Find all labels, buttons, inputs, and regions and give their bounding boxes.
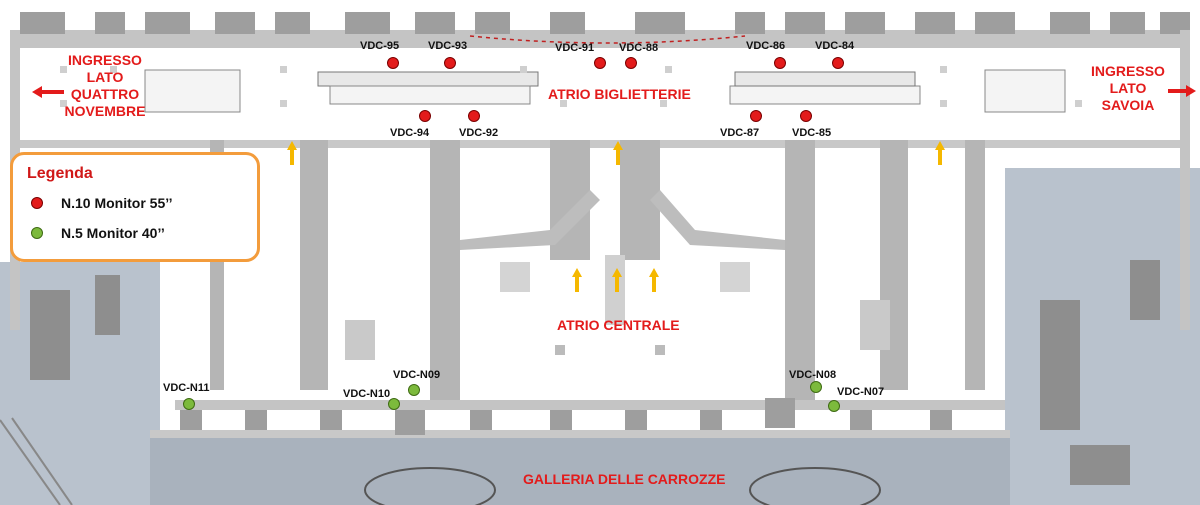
arrow-right-icon: [1168, 85, 1196, 97]
galleria-band: [150, 435, 1010, 505]
monitor-marker-green[interactable]: [828, 400, 840, 412]
legend-title: Legenda: [27, 165, 93, 182]
monitor-label: VDC-N11: [163, 382, 210, 394]
legend-item-label: N.10 Monitor 55’’: [61, 195, 173, 211]
monitor-marker-red[interactable]: [625, 57, 637, 69]
area-label-atrio-biglietterie: ATRIO BIGLIETTERIE: [548, 86, 691, 102]
arrow-up-icon: [613, 141, 623, 165]
monitor-marker-green[interactable]: [408, 384, 420, 396]
monitor-marker-red[interactable]: [419, 110, 431, 122]
monitor-marker-red[interactable]: [594, 57, 606, 69]
monitor-label: VDC-93: [428, 40, 468, 52]
entrance-right-line: SAVOIA: [1101, 97, 1155, 113]
monitor-marker-green[interactable]: [388, 398, 400, 410]
entrance-right-line: INGRESSO: [1091, 63, 1165, 79]
monitor-marker-red[interactable]: [774, 57, 786, 69]
arrow-up-icon: [572, 268, 582, 292]
monitor-marker-red[interactable]: [832, 57, 844, 69]
counter-left: [317, 71, 539, 87]
green-dot-icon: [31, 227, 43, 239]
monitor-label: VDC-88: [619, 42, 659, 54]
arrow-up-icon: [649, 268, 659, 292]
entrance-right-label: INGRESSO LATO SAVOIA: [1088, 63, 1168, 114]
monitor-marker-red[interactable]: [800, 110, 812, 122]
legend-item-label: N.5 Monitor 40’’: [61, 225, 165, 241]
monitor-label: VDC-95: [360, 40, 400, 52]
arrow-up-icon: [287, 141, 297, 165]
entrance-left-line: LATO: [86, 69, 124, 85]
monitor-label: VDC-92: [459, 127, 499, 139]
arrow-up-icon: [935, 141, 945, 165]
monitor-marker-red[interactable]: [468, 110, 480, 122]
monitor-marker-red[interactable]: [387, 57, 399, 69]
area-label-galleria: GALLERIA DELLE CARROZZE: [523, 471, 726, 487]
monitor-marker-green[interactable]: [810, 381, 822, 393]
monitor-label: VDC-94: [390, 127, 430, 139]
monitor-label: VDC-N07: [837, 386, 885, 398]
entrance-left-line: QUATTRO: [70, 86, 140, 102]
monitor-label: VDC-91: [555, 42, 595, 54]
counter-right: [729, 85, 921, 105]
monitor-label: VDC-N09: [393, 369, 441, 381]
monitor-marker-red[interactable]: [444, 57, 456, 69]
legend-box: Legenda N.10 Monitor 55’’ N.5 Monitor 40…: [10, 152, 260, 262]
monitor-label: VDC-84: [815, 40, 855, 52]
entrance-left-line: INGRESSO: [68, 52, 142, 68]
monitor-label: VDC-N10: [343, 388, 391, 400]
area-label-atrio-centrale: ATRIO CENTRALE: [557, 317, 680, 333]
entrance-right-line: LATO: [1109, 80, 1147, 96]
red-dot-icon: [31, 197, 43, 209]
monitor-label: VDC-86: [746, 40, 786, 52]
monitor-label: VDC-87: [720, 127, 760, 139]
monitor-marker-red[interactable]: [750, 110, 762, 122]
arrow-left-icon: [32, 86, 64, 98]
facade-wall: [10, 30, 1190, 48]
monitor-label: VDC-N08: [789, 369, 837, 381]
arrow-up-icon: [612, 268, 622, 292]
entrance-left-line: NOVEMBRE: [64, 103, 146, 119]
entrance-left-label: INGRESSO LATO QUATTRO NOVEMBRE: [60, 52, 150, 120]
monitor-marker-green[interactable]: [183, 398, 195, 410]
shaded-zone-left: [0, 262, 160, 505]
monitor-label: VDC-85: [792, 127, 832, 139]
